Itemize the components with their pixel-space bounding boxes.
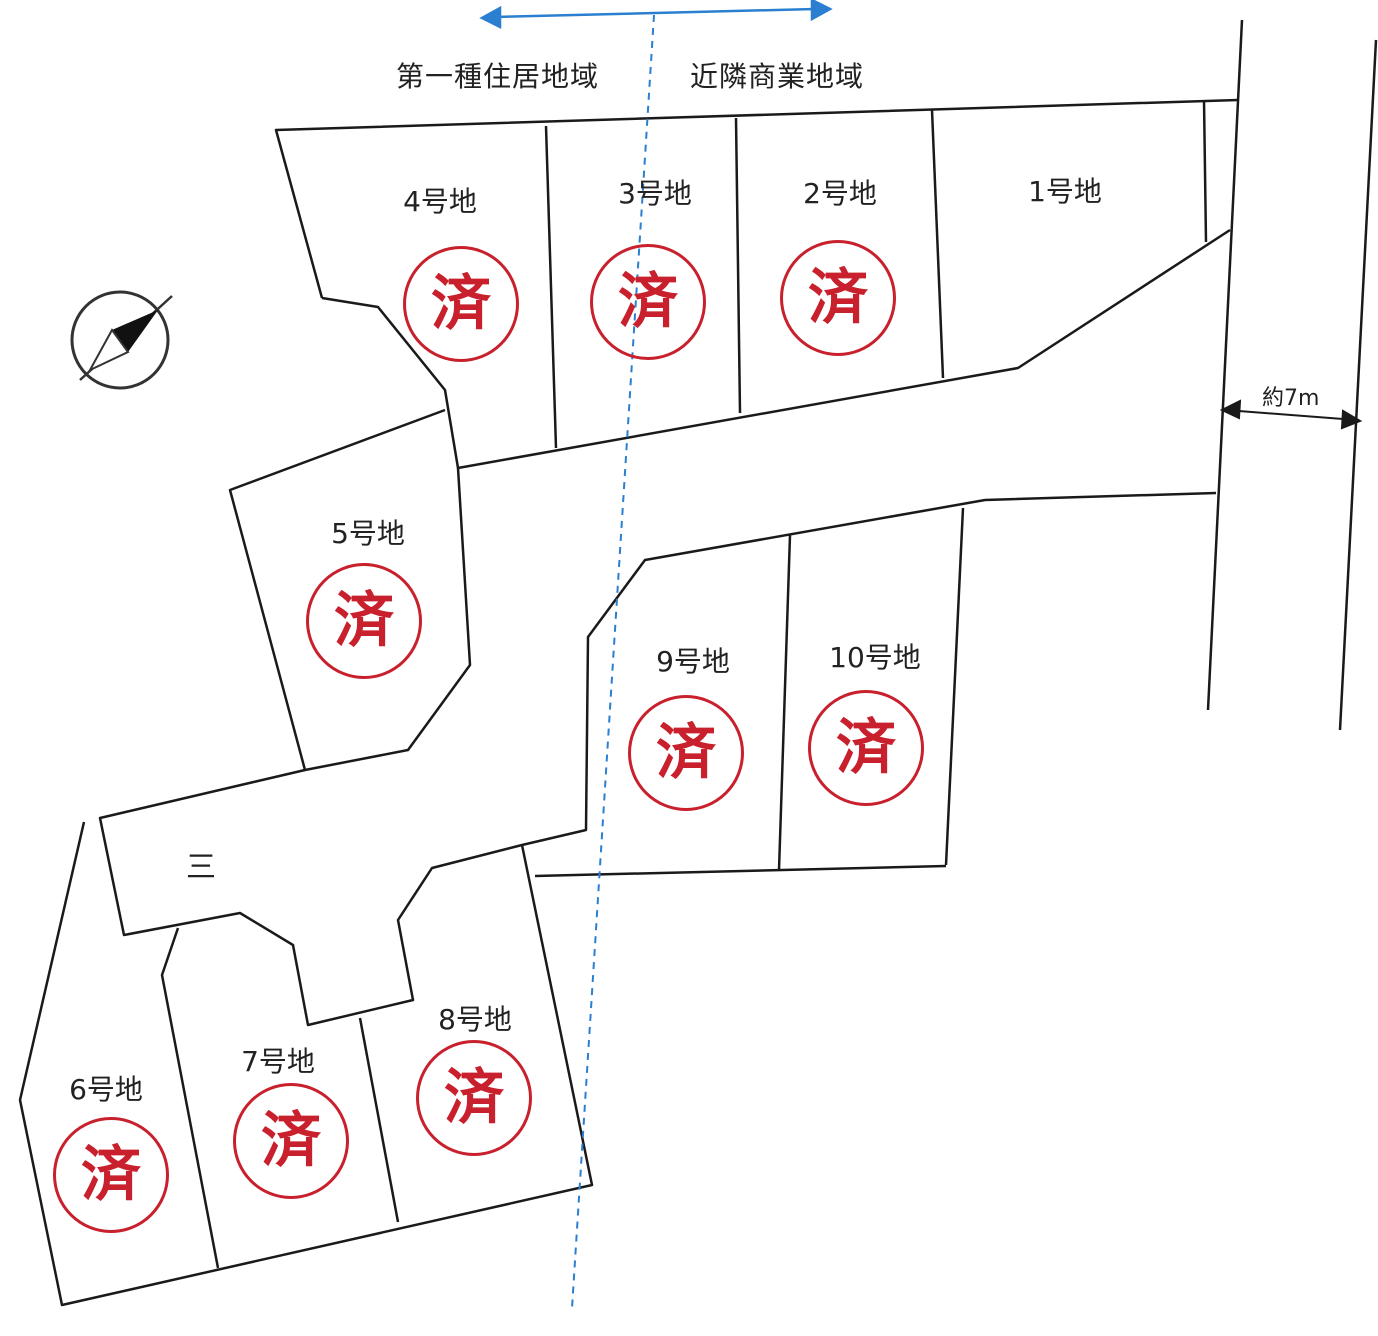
private-road-mark: 三 — [186, 850, 216, 885]
road-edge-right — [1338, 39, 1378, 731]
lot-label-6[interactable]: 6号地 — [69, 1073, 143, 1106]
lot-6-7-8-outline — [18, 821, 594, 1307]
zone-label-right: 近隣商業地域 — [690, 60, 865, 93]
sold-stamp-5: 済 — [306, 563, 422, 679]
zone-label-left: 第一種住居地域 — [396, 60, 600, 93]
north-arrow-icon — [70, 290, 173, 390]
sold-stamp-3: 済 — [590, 244, 706, 360]
lot-label-1[interactable]: 1号地 — [1028, 175, 1102, 208]
lot-label-8[interactable]: 8号地 — [438, 1003, 512, 1036]
lot-label-3[interactable]: 3号地 — [618, 177, 692, 210]
road-edge-left — [1206, 19, 1244, 711]
sold-stamp-6: 済 — [53, 1117, 169, 1233]
sold-stamp-8: 済 — [416, 1040, 532, 1156]
lot-label-5[interactable]: 5号地 — [331, 517, 405, 550]
zoning-boundary-line — [571, 14, 655, 1309]
lot-label-10[interactable]: 10号地 — [829, 641, 921, 674]
lot-label-7[interactable]: 7号地 — [241, 1045, 315, 1078]
sold-stamp-4: 済 — [403, 246, 519, 362]
sold-stamp-7: 済 — [233, 1083, 349, 1199]
sold-stamp-2: 済 — [780, 240, 896, 356]
road-width-label: 約7m — [1262, 386, 1320, 411]
lot-label-4[interactable]: 4号地 — [403, 185, 477, 218]
top-row-outline — [274, 98, 1239, 299]
lot-5-outline — [228, 408, 472, 772]
lot-label-2[interactable]: 2号地 — [803, 177, 877, 210]
sold-stamp-10: 済 — [808, 690, 924, 806]
sold-stamp-9: 済 — [628, 695, 744, 811]
lot-label-9[interactable]: 9号地 — [656, 645, 730, 678]
